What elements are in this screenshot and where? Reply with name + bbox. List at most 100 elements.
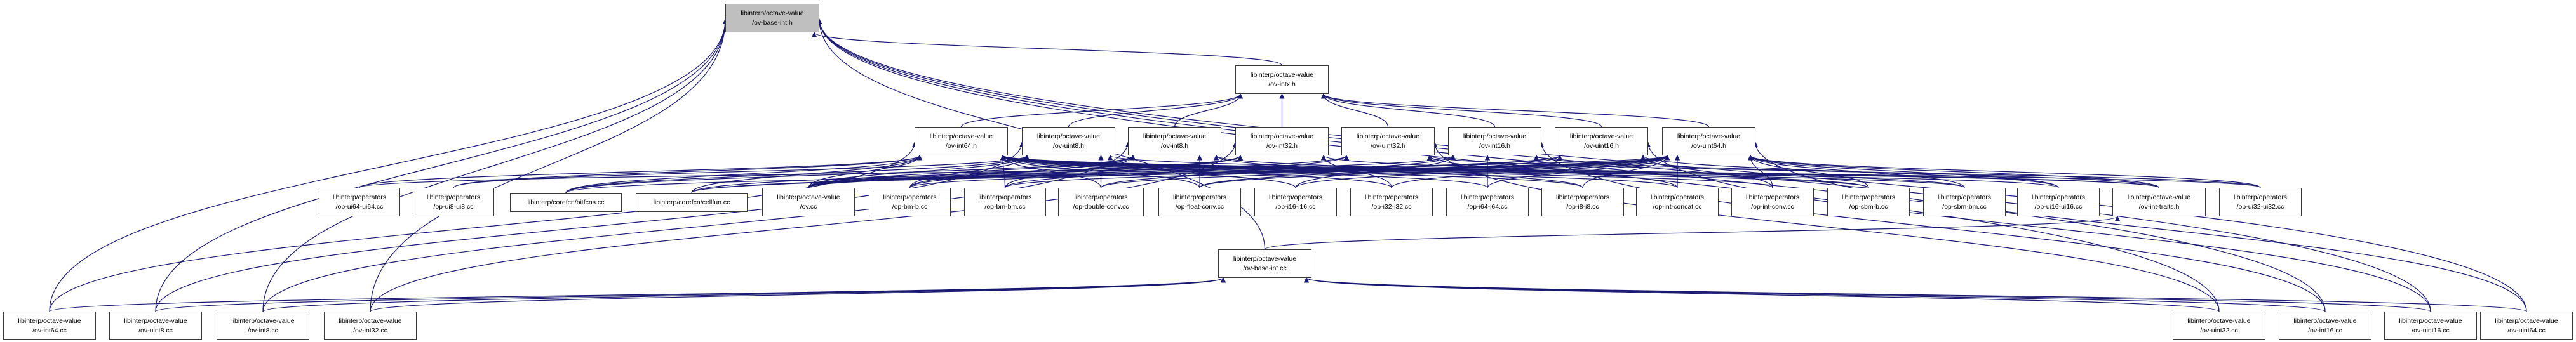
node-op-int-concat-cc[interactable]: libinterp/operators/op-int-concat.cc bbox=[1636, 188, 1719, 216]
node-ov-cc[interactable]: libinterp/octave-value/ov.cc bbox=[762, 188, 855, 216]
node-ov-uint32-h[interactable]: libinterp/octave-value/ov-uint32.h bbox=[1341, 127, 1435, 155]
edge-ov-cc-to-ov-int16-h bbox=[808, 155, 1456, 188]
node-label-line: libinterp/octave-value bbox=[2495, 317, 2558, 325]
edge-op-i8-i8-cc-to-ov-int64-h bbox=[1000, 155, 1583, 188]
node-label-line: /op-bm-b.cc bbox=[892, 202, 928, 211]
node-label-line: /op-i16-i16.cc bbox=[1275, 202, 1316, 211]
edge-ov-int32-cc-to-ov-int32-h bbox=[370, 141, 1238, 312]
node-label-line: libinterp/octave-value bbox=[741, 9, 804, 17]
edge-ov-intx-h-to-ov-base-int-h bbox=[812, 32, 1283, 66]
node-op-i16-i16-cc[interactable]: libinterp/operators/op-i16-i16.cc bbox=[1254, 188, 1337, 216]
node-op-ui16-ui16-cc[interactable]: libinterp/operators/op-ui16-ui16.cc bbox=[2017, 188, 2100, 216]
node-ov-int-traits-h[interactable]: libinterp/octave-value/ov-int-traits.h bbox=[2112, 188, 2206, 216]
edge-ov-uint32-cc-to-ov-base-int-cc bbox=[1304, 277, 2220, 312]
node-ov-int32-h[interactable]: libinterp/octave-value/ov-int32.h bbox=[1235, 127, 1329, 155]
node-label-line: /op-sbm-b.cc bbox=[1849, 202, 1888, 211]
edge-ov-uint16-cc-to-ov-base-int-cc bbox=[1304, 277, 2431, 312]
edge-ov-int8-cc-to-ov-int8-h bbox=[262, 141, 1131, 312]
node-ov-int64-h[interactable]: libinterp/octave-value/ov-int64.h bbox=[915, 127, 1008, 155]
node-ov-int8-cc[interactable]: libinterp/octave-value/ov-int8.cc bbox=[217, 312, 309, 340]
node-label-line: /ov-int32.h bbox=[1266, 141, 1298, 150]
node-ov-base-int-cc[interactable]: libinterp/octave-value/ov-base-int.cc bbox=[1218, 249, 1311, 278]
node-label-line: /ov-base-int.h bbox=[752, 18, 793, 27]
node-label-line: /op-ui8-ui8.cc bbox=[433, 202, 474, 211]
edge-ov-int16-h-to-ov-intx-h bbox=[1320, 93, 1496, 128]
node-ov-int16-cc[interactable]: libinterp/octave-value/ov-int16.cc bbox=[2279, 312, 2371, 340]
node-op-sbm-bm-cc[interactable]: libinterp/operators/op-sbm-bm.cc bbox=[1923, 188, 2006, 216]
node-ov-uint64-cc[interactable]: libinterp/octave-value/ov-uint64.cc bbox=[2480, 312, 2573, 340]
node-label-line: libinterp/operators bbox=[883, 193, 937, 201]
node-label-line: libinterp/octave-value bbox=[231, 317, 295, 325]
edge-ov-int-traits-h-to-ov-uint8-h bbox=[1108, 155, 2160, 188]
edge-ov-int-traits-h-to-ov-int16-h bbox=[1534, 155, 2160, 188]
node-op-bm-b-cc[interactable]: libinterp/operators/op-bm-b.cc bbox=[869, 188, 951, 216]
node-op-sbm-b-cc[interactable]: libinterp/operators/op-sbm-b.cc bbox=[1827, 188, 1910, 216]
node-label-line: libinterp/octave-value bbox=[1463, 132, 1527, 140]
node-ov-base-int-h[interactable]: libinterp/octave-value/ov-base-int.h bbox=[725, 4, 819, 32]
edge-op-ui64-ui64-cc-to-ov-uint64-h bbox=[359, 155, 1670, 188]
node-op-bm-bm-cc[interactable]: libinterp/operators/op-bm-bm.cc bbox=[964, 188, 1046, 216]
edge-ov-cc-to-ov-int64-h bbox=[808, 155, 923, 188]
node-label-line: /op-float-conv.cc bbox=[1175, 202, 1224, 211]
node-ov-uint32-cc[interactable]: libinterp/octave-value/ov-uint32.cc bbox=[2173, 312, 2265, 340]
node-op-double-conv-cc[interactable]: libinterp/operators/op-double-conv.cc bbox=[1058, 188, 1144, 216]
edge-op-int-conv-cc-to-ov-int64-h bbox=[1000, 155, 1773, 188]
node-op-ui8-ui8-cc[interactable]: libinterp/operators/op-ui8-ui8.cc bbox=[413, 188, 494, 216]
edge-op-sbm-b-cc-to-ov-uint64-h bbox=[1747, 155, 1869, 188]
edge-op-i64-i64-cc-to-ov-int64-h bbox=[1000, 155, 1488, 188]
node-label-line: /op-i32-i32.cc bbox=[1371, 202, 1412, 211]
node-label-line: libinterp/operators bbox=[1074, 193, 1128, 201]
edge-op-i16-i16-cc-to-ov-int64-h bbox=[1000, 155, 1296, 188]
node-cellfun-cc[interactable]: libinterp/corefcn/cellfun.cc bbox=[636, 193, 748, 212]
node-label-line: libinterp/octave-value bbox=[1356, 132, 1420, 140]
edge-ov-cc-to-ov-uint16-h bbox=[808, 155, 1562, 188]
edge-ov-uint64-cc-to-ov-uint64-h bbox=[1752, 141, 2527, 312]
node-op-ui64-ui64-cc[interactable]: libinterp/operators/op-ui64-ui64.cc bbox=[319, 188, 400, 216]
node-label-line: libinterp/octave-value bbox=[1677, 132, 1741, 140]
edge-ov-uint64-h-to-ov-intx-h bbox=[1320, 93, 1710, 128]
edge-cellfun-cc-to-ov-int64-h bbox=[691, 155, 923, 194]
edge-ov-uint32-cc-to-ov-uint32-h bbox=[1432, 141, 2220, 312]
edge-ov-uint8-h-to-ov-intx-h bbox=[1068, 93, 1244, 128]
node-label-line: libinterp/octave-value bbox=[1233, 254, 1297, 263]
node-label-line: /ov-intx.h bbox=[1268, 80, 1296, 88]
node-op-i64-i64-cc[interactable]: libinterp/operators/op-i64-i64.cc bbox=[1446, 188, 1529, 216]
node-label-line: /op-ui32-ui32.cc bbox=[2236, 202, 2284, 211]
node-label-line: /op-i64-i64.cc bbox=[1467, 202, 1508, 211]
node-ov-int8-h[interactable]: libinterp/octave-value/ov-int8.h bbox=[1128, 127, 1221, 155]
edge-ov-uint16-cc-to-ov-base-int-h bbox=[816, 18, 2431, 312]
edge-op-bm-b-cc-to-ov-int8-h bbox=[909, 155, 1136, 188]
node-ov-uint64-h[interactable]: libinterp/octave-value/ov-uint64.h bbox=[1662, 127, 1755, 155]
node-op-int-conv-cc[interactable]: libinterp/operators/op-int-conv.cc bbox=[1731, 188, 1814, 216]
edge-op-ui16-ui16-cc-to-ov-uint64-h bbox=[1747, 155, 2059, 188]
node-label-line: /ov-int16.h bbox=[1479, 141, 1511, 150]
node-ov-intx-h[interactable]: libinterp/octave-value/ov-intx.h bbox=[1235, 65, 1329, 94]
node-ov-int64-cc[interactable]: libinterp/octave-value/ov-int64.cc bbox=[3, 312, 96, 340]
node-op-ui32-ui32-cc[interactable]: libinterp/operators/op-ui32-ui32.cc bbox=[2219, 188, 2302, 216]
edge-ov-int-traits-h-to-ov-uint64-h bbox=[1747, 155, 2160, 188]
node-bitfcns-cc[interactable]: libinterp/corefcn/bitfcns.cc bbox=[510, 193, 622, 212]
node-op-float-conv-cc[interactable]: libinterp/operators/op-float-conv.cc bbox=[1158, 188, 1241, 216]
node-label-line: /ov-base-int.cc bbox=[1243, 264, 1287, 272]
node-label-line: libinterp/corefcn/cellfun.cc bbox=[653, 198, 730, 206]
node-ov-uint8-h[interactable]: libinterp/octave-value/ov-uint8.h bbox=[1022, 127, 1115, 155]
node-label-line: libinterp/operators bbox=[426, 193, 481, 201]
node-ov-uint16-cc[interactable]: libinterp/octave-value/ov-uint16.cc bbox=[2384, 312, 2477, 340]
node-label-line: libinterp/operators bbox=[332, 193, 387, 201]
edge-ov-uint8-cc-to-ov-base-int-h bbox=[155, 18, 728, 312]
node-ov-int16-h[interactable]: libinterp/octave-value/ov-int16.h bbox=[1448, 127, 1541, 155]
node-label-line: /op-ui16-ui16.cc bbox=[2034, 202, 2083, 211]
node-label-line: libinterp/operators bbox=[1172, 193, 1227, 201]
node-ov-uint8-cc[interactable]: libinterp/octave-value/ov-uint8.cc bbox=[109, 312, 202, 340]
node-label-line: libinterp/octave-value bbox=[929, 132, 993, 140]
node-op-i32-i32-cc[interactable]: libinterp/operators/op-i32-i32.cc bbox=[1350, 188, 1433, 216]
node-label-line: /ov.cc bbox=[800, 202, 817, 211]
node-op-i8-i8-cc[interactable]: libinterp/operators/op-i8-i8.cc bbox=[1541, 188, 1624, 216]
edge-ov-base-int-cc-to-ov-int-traits-h bbox=[1264, 216, 2120, 250]
edge-ov-int16-cc-to-ov-base-int-cc bbox=[1304, 277, 2326, 312]
edge-op-int-conv-cc-to-ov-uint16-h bbox=[1640, 155, 1773, 188]
node-ov-uint16-h[interactable]: libinterp/octave-value/ov-uint16.h bbox=[1555, 127, 1648, 155]
node-label-line: libinterp/corefcn/bitfcns.cc bbox=[527, 198, 605, 206]
node-label-line: libinterp/operators bbox=[1841, 193, 1896, 201]
node-ov-int32-cc[interactable]: libinterp/octave-value/ov-int32.cc bbox=[324, 312, 417, 340]
